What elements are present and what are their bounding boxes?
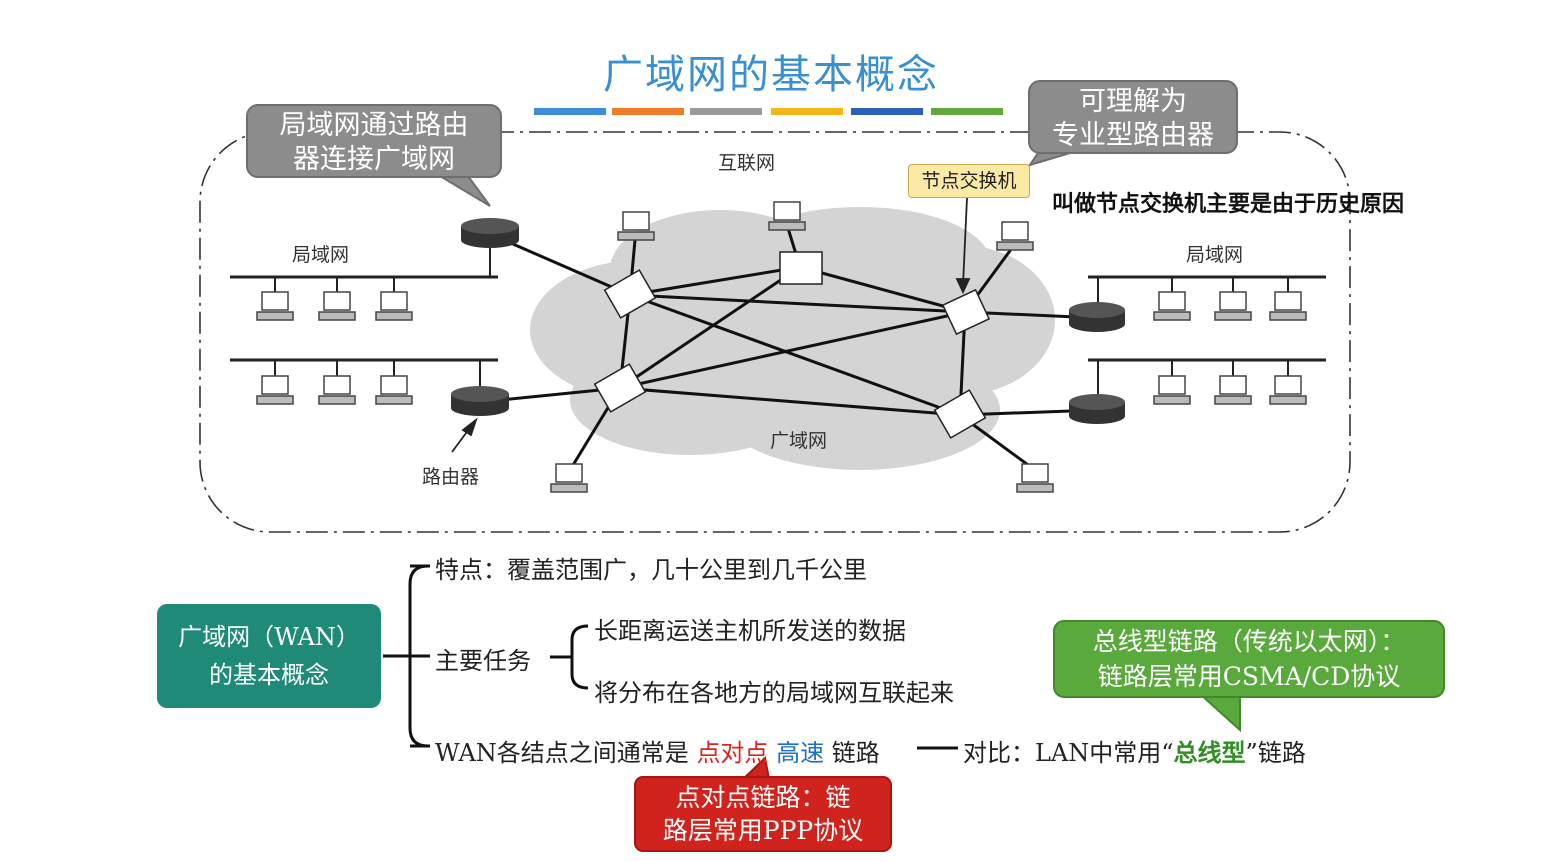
link-p2p: 点对点 bbox=[696, 739, 769, 767]
task-text: 主要任务 bbox=[435, 647, 531, 675]
host-computers bbox=[256, 201, 1307, 493]
host bbox=[1274, 375, 1302, 395]
node-switches bbox=[593, 251, 991, 439]
host bbox=[773, 201, 801, 221]
compare-prefix: 对比：LAN中常用“ bbox=[963, 739, 1174, 767]
node-switch-5 bbox=[933, 389, 987, 439]
host bbox=[555, 463, 583, 483]
green-callout-line2: 链路层常用CSMA/CD协议 bbox=[1097, 662, 1401, 691]
red-callout-text: 点对点链路：链 路层常用PPP协议 bbox=[635, 781, 891, 847]
mindmap-brackets bbox=[383, 564, 958, 750]
callout-right: 可理解为 专业型路由器 bbox=[1028, 80, 1238, 154]
internet-label: 互联网 bbox=[718, 152, 776, 174]
color-bar-green bbox=[931, 108, 1003, 115]
link-suffix: 链路 bbox=[824, 739, 880, 767]
link-text: WAN各结点之间通常是 点对点 高速 链路 bbox=[435, 733, 880, 768]
callout-left-line1: 局域网通过路由 bbox=[279, 110, 469, 141]
host bbox=[261, 375, 289, 395]
host bbox=[1219, 291, 1247, 311]
task-item-1: 长距离运送主机所发送的数据 bbox=[594, 617, 906, 645]
wan-concept-line2: 的基本概念 bbox=[209, 661, 329, 689]
diagram-arrows bbox=[451, 197, 971, 453]
callout-right-line2: 专业型路由器 bbox=[1052, 120, 1214, 151]
host bbox=[1219, 375, 1247, 395]
wan-concept-box: 广域网（WAN） 的基本概念 bbox=[157, 604, 381, 708]
router-left-bottom bbox=[451, 386, 509, 416]
link-prefix: WAN各结点之间通常是 bbox=[435, 739, 697, 767]
callout-left-pointer bbox=[436, 175, 491, 207]
internet-boundary bbox=[199, 131, 1351, 533]
color-bar-darkblue bbox=[851, 108, 923, 115]
callout-left: 局域网通过路由 器连接广域网 bbox=[246, 104, 502, 178]
callout-left-line2: 器连接广域网 bbox=[293, 144, 455, 175]
node-switch-2 bbox=[779, 251, 823, 285]
router-left-top bbox=[461, 218, 519, 248]
host bbox=[261, 291, 289, 311]
page-title: 广域网的基本概念 bbox=[603, 52, 939, 98]
link-highspeed: 高速 bbox=[776, 739, 825, 767]
host bbox=[1158, 375, 1186, 395]
host bbox=[1274, 291, 1302, 311]
router-right-top bbox=[1069, 302, 1125, 332]
host bbox=[323, 291, 351, 311]
host bbox=[1001, 221, 1029, 241]
feature-text: 特点：覆盖范围广，几十公里到几千公里 bbox=[435, 556, 867, 584]
node-switch-1 bbox=[603, 269, 657, 319]
host bbox=[380, 291, 408, 311]
color-bar-blue bbox=[534, 108, 606, 115]
color-bar-orange bbox=[612, 108, 684, 115]
wan-label: 广域网 bbox=[770, 430, 828, 452]
host bbox=[380, 375, 408, 395]
router-right-bottom bbox=[1069, 394, 1125, 424]
red-callout-box bbox=[634, 776, 892, 852]
host bbox=[323, 375, 351, 395]
node-switch-4 bbox=[593, 363, 647, 413]
host bbox=[1158, 291, 1186, 311]
router-label: 路由器 bbox=[422, 466, 480, 488]
compare-bus: 总线型 bbox=[1173, 738, 1246, 767]
callout-right-line1: 可理解为 bbox=[1079, 86, 1187, 117]
task-bracket bbox=[570, 624, 589, 690]
compare-text: 对比：LAN中常用“总线型”链路 bbox=[963, 733, 1306, 768]
history-note: 叫做节点交换机主要是由于历史原因 bbox=[1052, 192, 1405, 217]
green-callout-box bbox=[1053, 620, 1445, 698]
lan-label-left: 局域网 bbox=[292, 244, 350, 266]
host bbox=[622, 211, 650, 231]
red-callout-line2: 路层常用PPP协议 bbox=[662, 816, 864, 845]
node-switch-3 bbox=[941, 288, 991, 336]
link-space bbox=[768, 739, 776, 767]
routers bbox=[451, 218, 1125, 424]
lan-label-right: 局域网 bbox=[1186, 244, 1244, 266]
green-callout-pointer bbox=[1197, 693, 1241, 733]
green-callout-text: 总线型链路（传统以太网）： 链路层常用CSMA/CD协议 bbox=[1054, 624, 1444, 694]
green-callout-line1: 总线型链路（传统以太网）： bbox=[1092, 627, 1406, 656]
wan-concept-line1: 广域网（WAN） bbox=[178, 623, 360, 651]
color-bar-grey bbox=[690, 108, 762, 115]
red-callout-line1: 点对点链路：链 bbox=[675, 783, 851, 812]
node-switch-label: 节点交换机 bbox=[908, 164, 1030, 198]
color-bar-yellow bbox=[771, 108, 843, 115]
host bbox=[1021, 463, 1049, 483]
task-item-2: 将分布在各地方的局域网互联起来 bbox=[594, 679, 954, 707]
compare-suffix: ”链路 bbox=[1245, 739, 1306, 767]
